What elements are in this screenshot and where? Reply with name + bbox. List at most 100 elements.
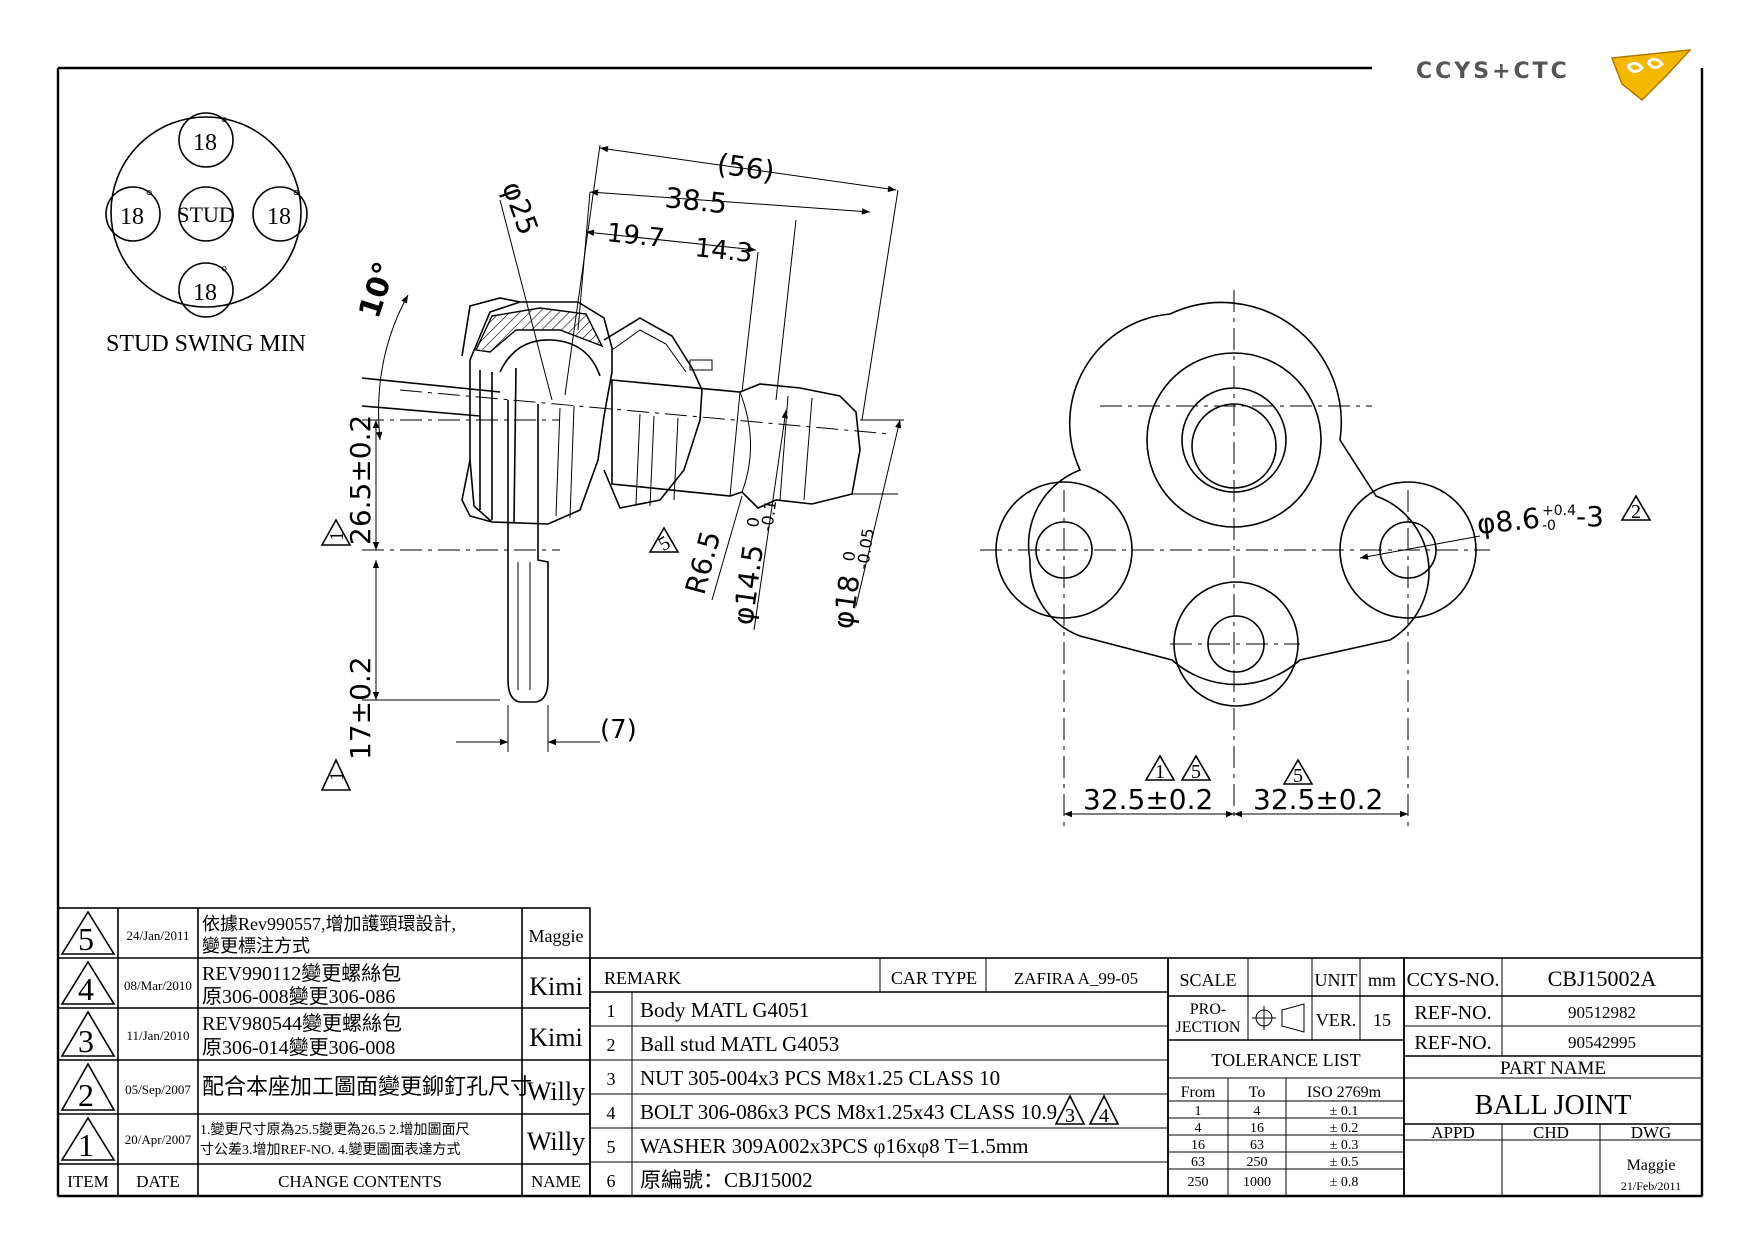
dim-hole-tol-lower: -0 [1542,518,1556,534]
revision-content: 寸公差3.增加REF-NO. 4.變更圖面表達方式 [200,1142,461,1158]
revision-date: 20/Apr/2007 [125,1132,192,1147]
side-view-drawing: (56) 38.5 19.7 14.3 φ25 10° 26.5±0.2 17±… [320,144,904,791]
remark-row-text: Ball stud MATL G4053 [640,1032,839,1056]
revision-name: Willy [527,1127,585,1156]
revision-name: Maggie [529,926,584,946]
swing-caption: STUD SWING MIN [106,331,306,357]
tolerance-cell: ± 0.2 [1330,1121,1359,1136]
projection-label: JECTION [1176,1019,1241,1036]
car-type-label: CAR TYPE [891,968,977,988]
car-type-value: ZAFIRA A_99-05 [1014,969,1138,988]
chd-label: CHD [1533,1123,1569,1142]
rev-mark-5: 5 [1191,761,1201,783]
revision-item: 1 [78,1127,94,1163]
dim-d18-tol-lower: -0.05 [853,527,878,571]
appd-label: APPD [1431,1123,1474,1142]
dim-56: (56) [715,147,777,188]
dim-10deg: 10° [352,258,403,323]
revision-content: 原306-014變更306-008 [202,1036,395,1059]
revision-header-item: ITEM [67,1172,109,1191]
remark-row-no: 5 [607,1137,616,1157]
ref-no-label: REF-NO. [1414,1032,1491,1054]
degree-mark: ° [221,264,227,281]
rev-mark-1: 1 [1155,761,1165,783]
projection-symbol-icon [1252,1003,1305,1033]
degree-mark: ° [293,188,299,205]
rev-mark-3: 3 [1065,1105,1075,1127]
revision-content: 配合本座加工圖面變更鉚釘孔尺寸 [202,1074,532,1099]
remark-row-text: BOLT 306-086x3 PCS M8x1.25x43 CLASS 10.9 [640,1100,1057,1124]
ref-no-value: 90512982 [1568,1003,1636,1022]
dwg-date: 21/Feb/2011 [1621,1179,1681,1193]
tolerance-cell: 4 [1195,1121,1202,1136]
dim-7: (7) [600,715,637,745]
revision-content: 原306-008變更306-086 [202,985,395,1008]
dim-17: 17±0.2 [344,656,377,760]
degree-mark: ° [221,115,227,132]
swing-angle-bottom: 18 [193,280,217,306]
dim-left: 32.5±0.2 [1083,783,1213,816]
scale-label: SCALE [1179,970,1236,990]
ccys-no-value: CBJ15002A [1548,966,1657,991]
dim-d18: φ18 [826,573,866,631]
dim-d18-tol-upper: 0 [839,550,859,563]
remark-row-text: NUT 305-004x3 PCS M8x1.25 CLASS 10 [640,1066,1000,1090]
tolerance-header: ISO 2769m [1307,1084,1382,1101]
tolerance-cell: ± 0.5 [1330,1155,1359,1170]
dwg-name: Maggie [1627,1157,1676,1174]
ccys-no-label: CCYS-NO. [1407,969,1500,991]
dim-hole-qty: -3 [1576,500,1604,533]
revision-header-content: CHANGE CONTENTS [278,1172,442,1191]
revision-content: REV980544變更螺絲包 [202,1012,402,1035]
tolerance-cell: 16 [1250,1121,1264,1136]
revision-name: Kimi [529,972,582,1001]
dim-right: 32.5±0.2 [1253,783,1383,816]
ref-no-label: REF-NO. [1414,1002,1491,1024]
remark-row-text: 原編號：CBJ15002 [640,1168,813,1192]
tolerance-cell: 4 [1254,1104,1261,1119]
unit-value: mm [1368,970,1396,990]
dim-14-3: 14.3 [693,233,754,269]
dim-r6-5: R6.5 [679,527,727,597]
tolerance-header: To [1249,1084,1266,1101]
company-logo: CCYS+CTC [1416,49,1692,102]
remark-row-text: Body MATL G4051 [640,998,810,1022]
revision-content: REV990112變更螺絲包 [202,962,401,985]
title-block: CCYS-NO. CBJ15002A REF-NO. 90512982 REF-… [1403,957,1703,1197]
front-view-drawing: φ8.6 +0.4 -0 -3 2 32.5±0.2 32.5±0.2 1 5 … [980,290,1652,830]
remark-row-no: 3 [607,1069,616,1089]
dim-d14-5-tol-upper: 0 [743,516,763,529]
dim-hole-tol-upper: +0.4 [1542,503,1576,519]
scale-tolerance-block: SCALE UNIT mm PRO- JECTION VER. 15 TOLER… [1167,957,1405,1197]
revision-item: 5 [78,921,94,957]
ref-no-value: 90542995 [1568,1033,1636,1052]
revision-header-name: NAME [531,1172,581,1191]
dim-hole: φ8.6 [1475,502,1541,541]
dim-d14-5: φ14.5 [726,542,770,627]
revision-item: 2 [78,1077,94,1113]
revision-date: 24/Jan/2011 [126,928,189,943]
rev-mark-5: 5 [1293,765,1303,787]
tolerance-cell: 63 [1250,1138,1264,1153]
swing-angle-left: 18 [120,204,144,230]
tolerance-cell: ± 0.8 [1330,1175,1359,1190]
rev-mark-1: 1 [326,531,348,541]
revision-date: 05/Sep/2007 [125,1082,191,1097]
part-name-value: BALL JOINT [1475,1090,1632,1121]
swing-angle-right: 18 [267,204,291,230]
remark-label: REMARK [604,968,681,988]
tolerance-cell: 63 [1191,1155,1205,1170]
revision-content: 1.變更尺寸原為25.5變更為26.5 2.增加圖面尺 [200,1122,470,1138]
logo-mark-icon [1610,49,1692,102]
tolerance-cell: 1 [1195,1104,1202,1119]
revision-item: 4 [78,971,94,1007]
rev-mark-4: 4 [1099,1105,1109,1127]
swing-angle-top: 18 [193,130,217,156]
remark-row-no: 2 [607,1035,616,1055]
remark-table: REMARK CAR TYPE ZAFIRA A_99-05 1 Body MA… [589,957,1169,1197]
tolerance-header: From [1181,1084,1216,1101]
revision-date: 08/Mar/2010 [124,978,192,993]
remark-row-no: 4 [607,1103,616,1123]
dim-d14-5-tol-lower: -0.1 [757,499,780,533]
remark-row-text: WASHER 309A002x3PCS φ16xφ8 T=1.5mm [640,1134,1028,1158]
